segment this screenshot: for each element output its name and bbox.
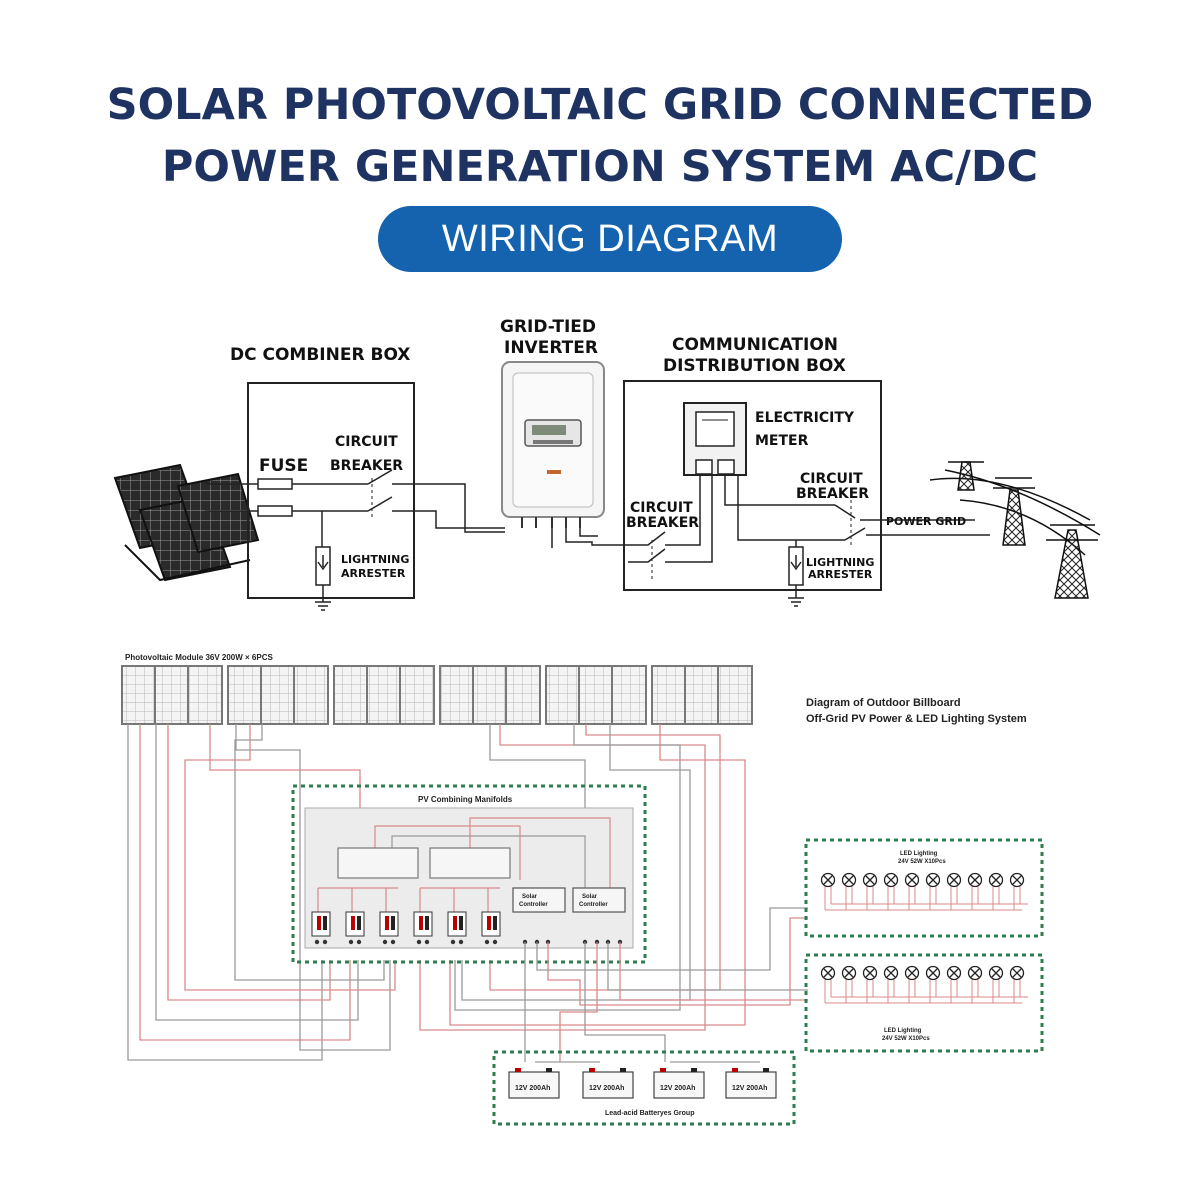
led-lighting-box-top — [804, 838, 1044, 938]
inverter-label-1: GRID-TIED — [500, 317, 596, 337]
battery-group-label: Lead-acid Batteryes Group — [605, 1110, 694, 1117]
title-line-1: SOLAR PHOTOVOLTAIC GRID CONNECTED — [106, 80, 1094, 130]
inverter-label-2: INVERTER — [504, 338, 598, 358]
lightning-arrester-1-label-1: LIGHTNING — [341, 553, 409, 566]
combiner-module-2 — [429, 847, 511, 879]
pv-module-4 — [439, 665, 541, 725]
fuse-1 — [257, 478, 293, 490]
power-grid-towers — [929, 461, 1101, 599]
led-lamp-icon — [967, 965, 983, 1003]
led-bus-wire — [825, 996, 1028, 1004]
circuit-breaker-3-label-2: BREAKER — [796, 486, 869, 502]
top-schematic: DC COMBINER BOX FUSE CIRCUIT BREAKER LIG… — [113, 317, 1101, 611]
caption-line-1: Diagram of Outdoor Billboard — [806, 697, 961, 709]
circuit-breaker-2-label-2: BREAKER — [626, 515, 699, 531]
led-bus-wire — [825, 903, 1028, 911]
solar-controller-1-label-2: Controller — [519, 902, 548, 908]
output-wiring — [524, 907, 808, 1063]
led-row-bottom — [820, 965, 1028, 1004]
battery-3-label: 12V 200Ah — [660, 1085, 695, 1092]
battery-2: 12V 200Ah — [582, 1068, 634, 1099]
pv-module-2 — [227, 665, 329, 725]
distribution-box-label-2: DISTRIBUTION BOX — [663, 356, 846, 376]
solar-controller-2-label-2: Controller — [579, 902, 608, 908]
led-lamp-icon — [925, 872, 941, 910]
fuse-label: FUSE — [259, 456, 308, 476]
led-lamp-icon — [862, 872, 878, 910]
distribution-box-label-1: COMMUNICATION — [672, 335, 838, 355]
led-row-top — [820, 872, 1028, 911]
pv-module-6 — [651, 665, 753, 725]
module-label: Photovoltaic Module 36V 200W × 6PCS — [125, 653, 273, 662]
battery-2-label: 12V 200Ah — [589, 1085, 624, 1092]
dc-combiner-box — [247, 382, 415, 599]
led-lamp-icon — [946, 965, 962, 1003]
led-top-label-2: 24V 52W X10Pcs — [898, 859, 946, 865]
solar-controller-1-label-1: Solar — [522, 894, 538, 900]
meter-label-1: ELECTRICITY — [755, 410, 855, 426]
grid-tied-inverter — [501, 361, 605, 528]
led-lamp-icon — [988, 965, 1004, 1003]
led-lamp-icon — [820, 965, 836, 1003]
dc-combiner-box-label: DC COMBINER BOX — [230, 345, 410, 365]
led-lamp-icon — [967, 872, 983, 910]
led-lamp-icon — [883, 872, 899, 910]
lightning-arrester-1-label-2: ARRESTER — [341, 567, 406, 580]
led-lamp-icon — [946, 872, 962, 910]
battery-4-label: 12V 200Ah — [732, 1085, 767, 1092]
led-bottom-label-2: 24V 52W X10Pcs — [882, 1036, 930, 1042]
manifold-wiring — [317, 817, 611, 912]
battery-3: 12V 200Ah — [653, 1068, 705, 1099]
led-lamp-icon — [862, 965, 878, 1003]
communication-distribution-box — [623, 380, 882, 591]
pv-module-1 — [121, 665, 223, 725]
module-wiring — [127, 724, 746, 1061]
led-top-label-1: LED Lighting — [900, 851, 938, 857]
meter-label-2: METER — [755, 433, 809, 449]
circuit-breaker-2-label-1: CIRCUIT — [630, 500, 693, 516]
led-lamp-icon — [1009, 872, 1025, 910]
pv-module-5 — [545, 665, 647, 725]
caption-line-2: Off-Grid PV Power & LED Lighting System — [806, 713, 1027, 725]
pv-module-3 — [333, 665, 435, 725]
electricity-meter — [683, 402, 747, 476]
manifold-box — [291, 784, 647, 964]
led-lamp-icon — [820, 872, 836, 910]
combiner-module-1 — [337, 847, 419, 879]
solar-controller-1: Solar Controller — [512, 887, 566, 913]
solar-controller-2-label-1: Solar — [582, 894, 598, 900]
fuse-2 — [257, 505, 293, 517]
battery-4: 12V 200Ah — [725, 1068, 777, 1099]
title-line-2: POWER GENERATION SYSTEM AC/DC — [161, 142, 1039, 192]
led-bottom-label-1: LED Lighting — [884, 1028, 922, 1034]
led-lamp-icon — [1009, 965, 1025, 1003]
breaker-row — [311, 911, 501, 937]
led-lamp-icon — [988, 872, 1004, 910]
circuit-breaker-3-label-1: CIRCUIT — [800, 471, 863, 487]
lightning-arrester-2-label-1: LIGHTNING — [806, 556, 874, 569]
led-lamp-icon — [904, 872, 920, 910]
battery-group-box — [492, 1050, 796, 1126]
led-lamp-icon — [883, 965, 899, 1003]
battery-1-label: 12V 200Ah — [515, 1085, 550, 1092]
led-lighting-box-bottom — [804, 953, 1044, 1053]
manifold-label: PV Combining Manifolds — [418, 795, 513, 804]
led-lamp-icon — [904, 965, 920, 1003]
led-lamp-icon — [925, 965, 941, 1003]
circuit-breaker-1-label-1: CIRCUIT — [335, 434, 398, 450]
wiring-diagram-badge: WIRING DIAGRAM — [378, 206, 842, 272]
solar-array — [113, 463, 260, 582]
solar-controller-2: Solar Controller — [572, 887, 626, 913]
battery-1: 12V 200Ah — [508, 1068, 560, 1099]
led-lamp-icon — [841, 965, 857, 1003]
bottom-schematic: Photovoltaic Module 36V 200W × 6PCS Diag… — [121, 653, 1044, 1126]
circuit-breaker-1-label-2: BREAKER — [330, 458, 403, 474]
lightning-arrester-2-label-2: ARRESTER — [808, 568, 873, 581]
power-grid-label: POWER GRID — [886, 515, 966, 528]
led-lamp-icon — [841, 872, 857, 910]
badge-label: WIRING DIAGRAM — [441, 217, 779, 260]
